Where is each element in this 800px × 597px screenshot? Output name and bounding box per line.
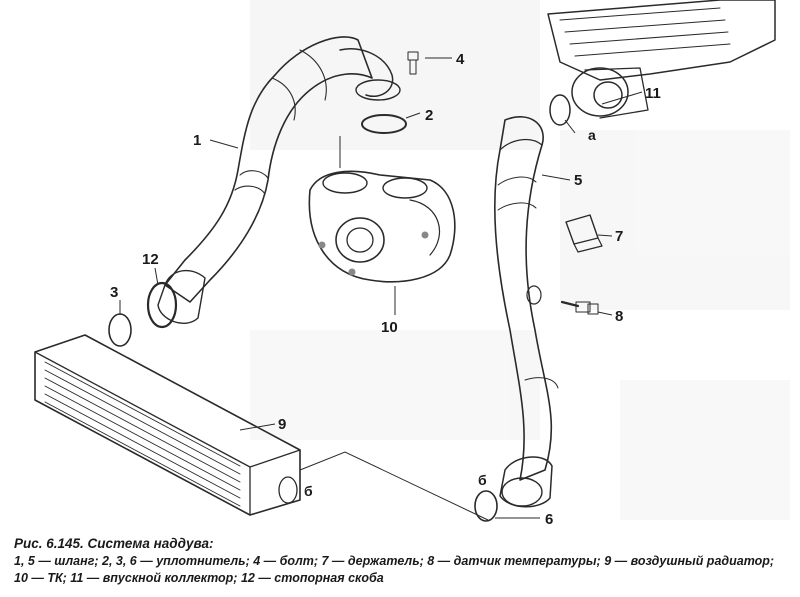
label-a: а bbox=[588, 127, 596, 143]
retaining-clip-12 bbox=[146, 281, 178, 329]
label-5: 5 bbox=[574, 172, 582, 189]
hose-1 bbox=[157, 36, 401, 324]
figure-caption: Рис. 6.145. Система наддува: 1, 5 — шлан… bbox=[14, 535, 789, 587]
seal-3 bbox=[108, 313, 132, 347]
label-9: 9 bbox=[278, 416, 286, 433]
background-texture bbox=[250, 0, 790, 520]
caption-legend-line-2: 10 — ТК; 11 — впускной коллектор; 12 — с… bbox=[14, 571, 384, 585]
bolt-4 bbox=[407, 51, 419, 75]
label-10: 10 bbox=[381, 319, 398, 336]
seal-a bbox=[549, 94, 571, 126]
temperature-sensor-8 bbox=[560, 300, 599, 315]
turbocharger bbox=[308, 170, 456, 283]
label-b-hose: б bbox=[478, 472, 487, 488]
label-12: 12 bbox=[142, 251, 159, 268]
intercooler bbox=[34, 334, 301, 516]
label-3: 3 bbox=[110, 284, 118, 301]
boost-system-diagram: 1 2 3 4 5 6 7 8 9 10 11 12 а б б bbox=[34, 0, 790, 528]
label-4: 4 bbox=[456, 51, 465, 68]
caption-legend-line-1: 1, 5 — шланг; 2, 3, 6 — уплотнитель; 4 —… bbox=[14, 554, 775, 568]
label-1: 1 bbox=[193, 132, 201, 149]
label-7: 7 bbox=[615, 228, 623, 245]
intake-manifold bbox=[547, 0, 776, 119]
seal-6 bbox=[474, 490, 498, 522]
label-11: 11 bbox=[645, 85, 661, 102]
seal-2 bbox=[361, 114, 407, 134]
caption-title: Рис. 6.145. Система наддува: bbox=[14, 536, 214, 551]
holder-7 bbox=[565, 214, 603, 253]
label-6: 6 bbox=[545, 511, 553, 528]
hose-5 bbox=[493, 116, 559, 508]
leader-lines bbox=[119, 57, 643, 521]
label-2: 2 bbox=[425, 107, 433, 124]
label-b-intercooler: б bbox=[304, 483, 313, 499]
label-8: 8 bbox=[615, 308, 623, 325]
